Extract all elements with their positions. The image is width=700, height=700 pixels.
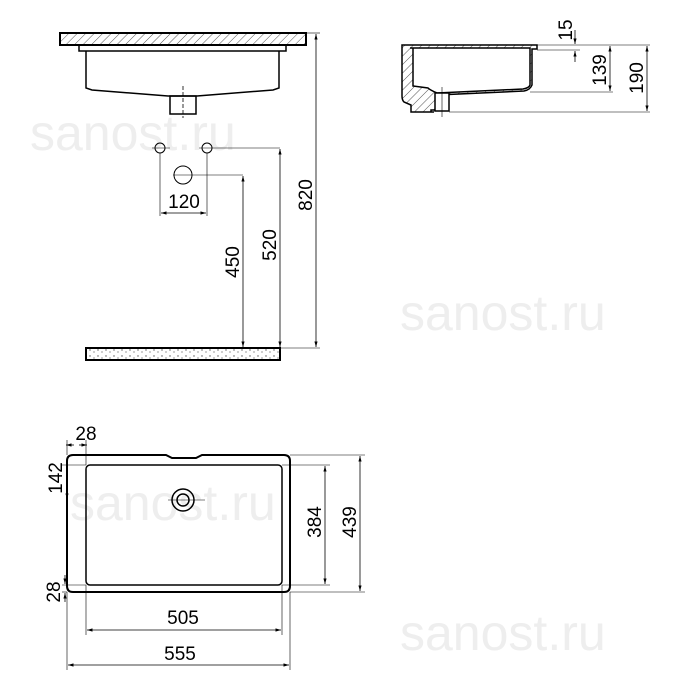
- top-view: [62, 440, 365, 670]
- dim-120: 120: [168, 192, 200, 213]
- dim-142: 142: [46, 462, 67, 494]
- dim-505: 505: [167, 608, 199, 629]
- dim-555: 555: [164, 644, 196, 665]
- dim-820: 820: [296, 179, 317, 211]
- dim-190: 190: [627, 62, 648, 94]
- dim-139: 139: [590, 54, 611, 86]
- front-view: [59, 32, 320, 361]
- dim-15: 15: [556, 19, 577, 40]
- dim-28-top: 28: [75, 424, 96, 445]
- side-view: [401, 30, 650, 117]
- dim-28-bottom: 28: [44, 581, 65, 602]
- dim-450: 450: [223, 246, 244, 278]
- watermark: sanost.ru: [30, 105, 236, 161]
- dim-384: 384: [305, 506, 326, 538]
- dim-439: 439: [340, 506, 361, 538]
- dim-520: 520: [260, 229, 281, 261]
- watermark: sanost.ru: [400, 605, 606, 661]
- watermark: sanost.ru: [400, 285, 606, 341]
